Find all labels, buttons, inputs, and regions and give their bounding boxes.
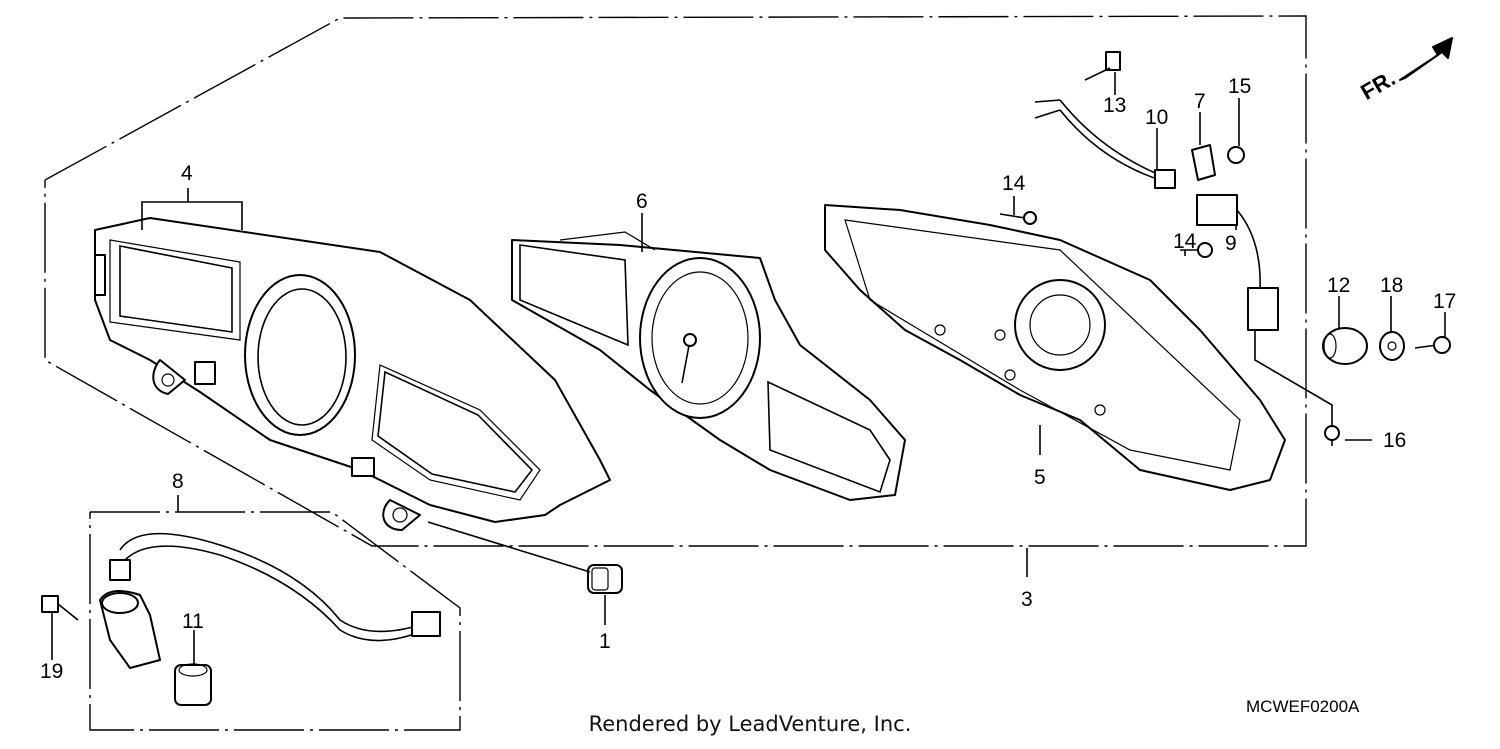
callout-11: 11 xyxy=(182,610,204,633)
callout-1: 1 xyxy=(599,630,611,653)
washer-18 xyxy=(1379,331,1405,361)
assembly-outline xyxy=(44,15,1307,547)
callout-5: 5 xyxy=(1034,466,1046,489)
screw-14-upper xyxy=(999,211,1037,225)
front-direction-arrow-icon xyxy=(1399,37,1453,81)
leader-lines xyxy=(51,72,1446,665)
direction-label: FR. xyxy=(1356,65,1399,104)
subassembly-outline xyxy=(89,511,461,731)
callout-19: 19 xyxy=(40,660,63,683)
callout-9: 9 xyxy=(1225,232,1237,255)
callout-14-lower: 14 xyxy=(1173,230,1197,253)
connector-sub-harness xyxy=(1196,194,1279,331)
meter-case-front xyxy=(94,217,611,531)
callout-17: 17 xyxy=(1433,290,1456,313)
screw-14-lower xyxy=(1180,242,1213,258)
collar-11 xyxy=(174,663,212,706)
meter-case-rear xyxy=(824,204,1286,491)
callout-7: 7 xyxy=(1194,90,1206,113)
speed-sensor-harness xyxy=(99,532,441,669)
diagram-code: MCWEF0200A xyxy=(1246,697,1360,716)
callout-16: 16 xyxy=(1383,429,1406,452)
nut-15 xyxy=(1227,146,1245,164)
meter-assembly xyxy=(511,231,906,501)
grommet-1 xyxy=(587,564,623,594)
wire-harness xyxy=(1034,99,1216,189)
callout-12: 12 xyxy=(1327,274,1350,297)
callout-14-upper: 14 xyxy=(1002,172,1026,195)
credit-footer: Rendered by LeadVenture, Inc. xyxy=(588,712,912,736)
callout-13: 13 xyxy=(1103,94,1126,117)
screw-13 xyxy=(1084,51,1121,81)
callout-3: 3 xyxy=(1021,588,1033,611)
callout-18: 18 xyxy=(1380,274,1403,297)
bolt-19 xyxy=(41,595,79,621)
callout-4: 4 xyxy=(181,162,193,185)
callout-10: 10 xyxy=(1145,106,1168,129)
callout-8: 8 xyxy=(172,470,184,493)
grommet-12 xyxy=(1322,327,1368,365)
screw-16 xyxy=(1324,425,1340,446)
callout-15: 15 xyxy=(1228,75,1251,98)
callout-6: 6 xyxy=(636,190,648,213)
screw-17 xyxy=(1414,336,1451,354)
